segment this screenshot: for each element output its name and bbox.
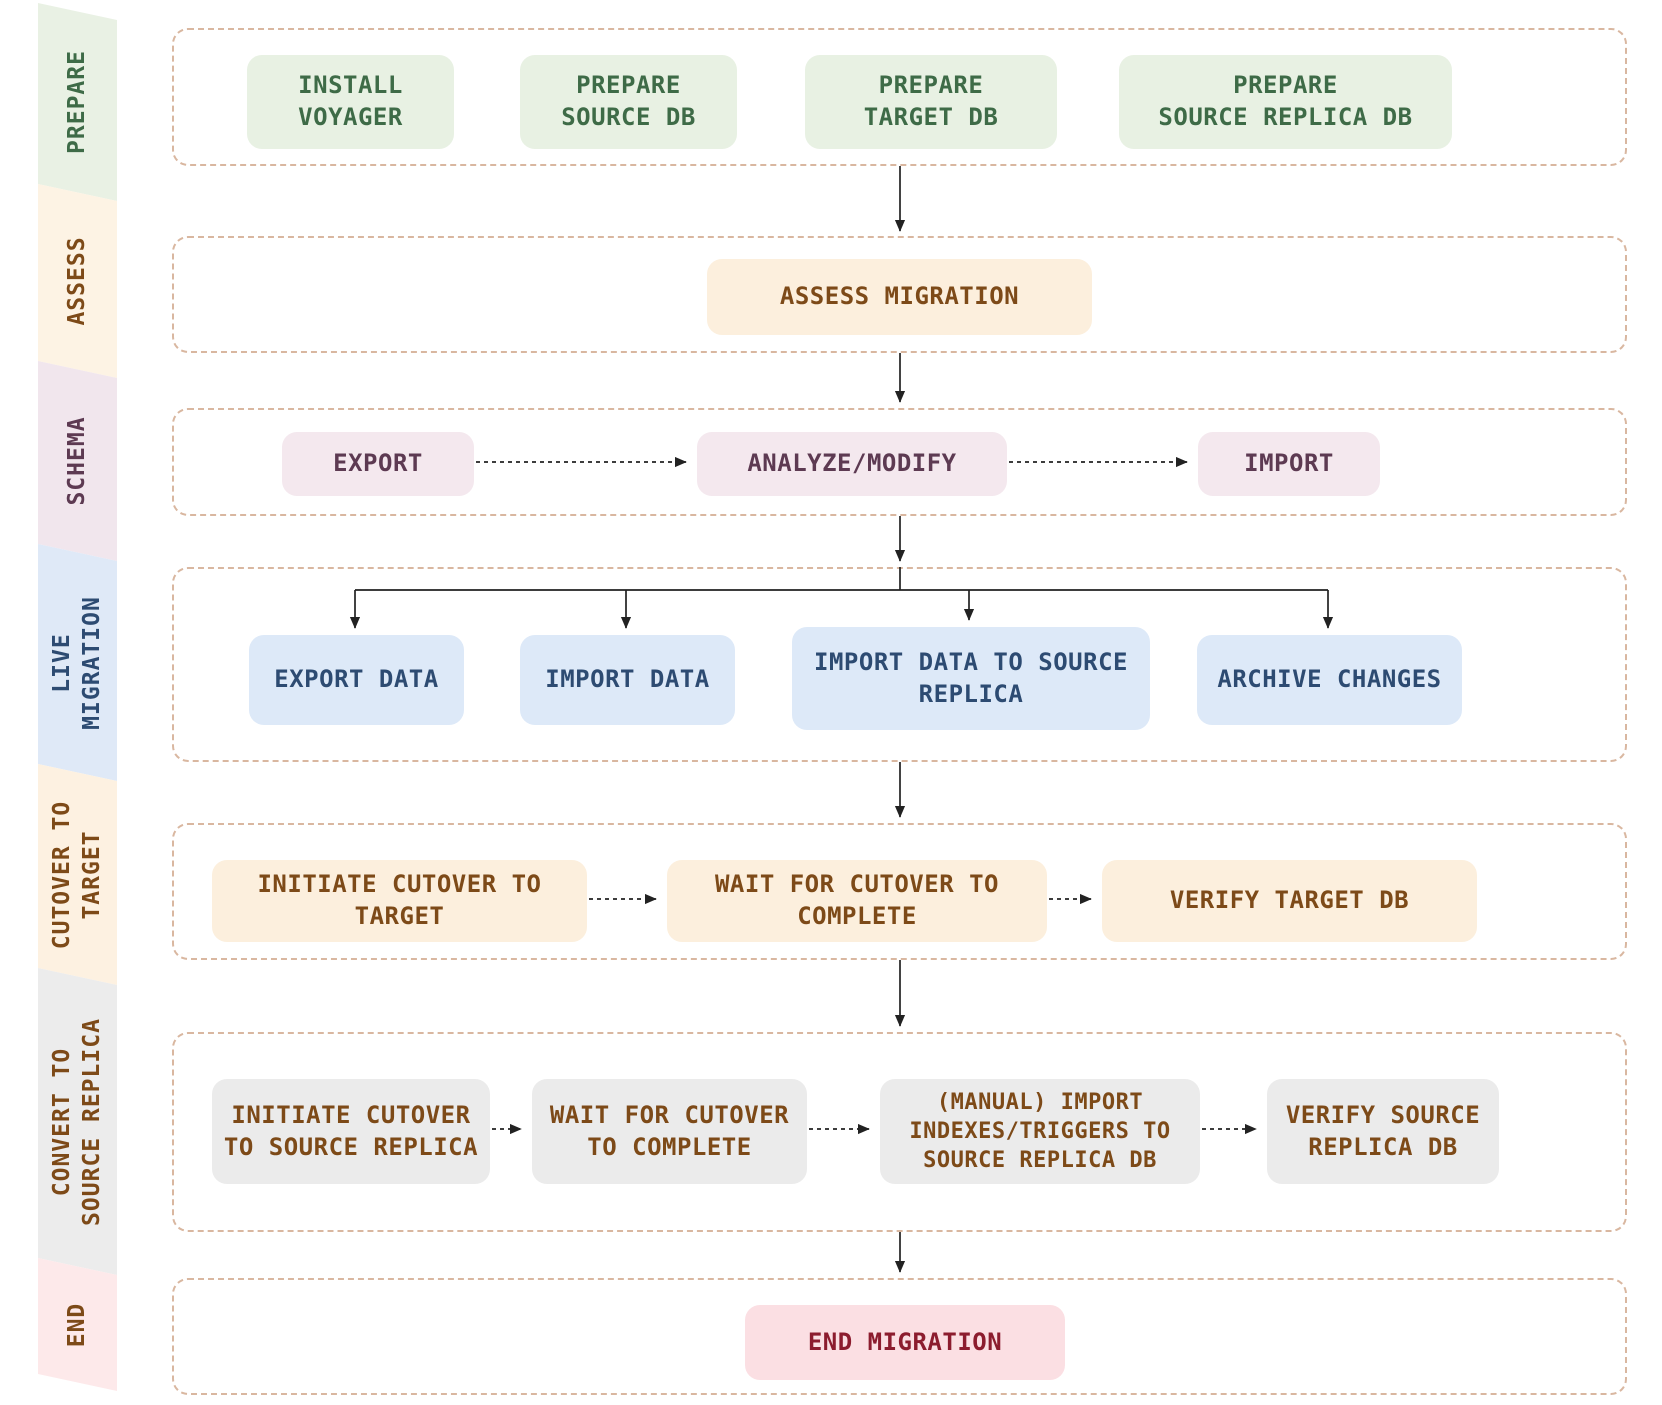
phase-band-end: END (38, 1258, 117, 1391)
phase-band-prepare-label: PREPARE (63, 50, 90, 154)
phase-band-schema-label: SCHEMA (63, 416, 90, 506)
step-import-schema: IMPORT (1198, 432, 1380, 496)
step-assess-migration: ASSESS MIGRATION (707, 259, 1092, 335)
step-verify-source-replica-db: VERIFY SOURCE REPLICA DB (1267, 1079, 1499, 1184)
step-verify-target-db: VERIFY TARGET DB (1102, 860, 1477, 942)
phase-row-cutover-to-target: INITIATE CUTOVER TO TARGET WAIT FOR CUTO… (172, 823, 1627, 960)
step-analyze-modify-schema: ANALYZE/MODIFY (697, 432, 1007, 496)
phase-band-prepare: PREPARE (38, 3, 117, 201)
phase-band-convert-to-source-replica: CONVERT TO SOURCE REPLICA (38, 968, 117, 1275)
phase-band-assess-label: ASSESS (63, 236, 90, 326)
step-wait-for-cutover-to-complete-replica: WAIT FOR CUTOVER TO COMPLETE (532, 1079, 807, 1184)
phase-band-cutover-to-target: CUTOVER TO TARGET (38, 764, 117, 985)
step-initiate-cutover-to-source-replica: INITIATE CUTOVER TO SOURCE REPLICA (212, 1079, 490, 1184)
step-archive-changes: ARCHIVE CHANGES (1197, 635, 1462, 725)
phase-band-cutover-to-target-label: CUTOVER TO TARGET (48, 800, 105, 949)
phase-band-live-migration-label: LIVE MIGRATION (48, 595, 105, 730)
phase-band-end-label: END (63, 1302, 90, 1347)
step-initiate-cutover-to-target: INITIATE CUTOVER TO TARGET (212, 860, 587, 942)
step-import-data-to-source-replica: IMPORT DATA TO SOURCE REPLICA (792, 627, 1150, 730)
step-wait-for-cutover-to-complete: WAIT FOR CUTOVER TO COMPLETE (667, 860, 1047, 942)
phase-band-convert-to-source-replica-label: CONVERT TO SOURCE REPLICA (48, 1017, 105, 1226)
step-end-migration: END MIGRATION (745, 1305, 1065, 1380)
step-export-data: EXPORT DATA (249, 635, 464, 725)
phase-row-live-migration: EXPORT DATA IMPORT DATA IMPORT DATA TO S… (172, 567, 1627, 762)
phase-row-assess: ASSESS MIGRATION (172, 236, 1627, 353)
phase-band-live-migration: LIVE MIGRATION (38, 544, 117, 781)
phase-row-convert-to-source-replica: INITIATE CUTOVER TO SOURCE REPLICA WAIT … (172, 1032, 1627, 1232)
phase-band-assess: ASSESS (38, 184, 117, 378)
step-manual-import-indexes-triggers: (MANUAL) IMPORT INDEXES/TRIGGERS TO SOUR… (880, 1079, 1200, 1184)
step-install-voyager: INSTALL VOYAGER (247, 55, 454, 149)
phase-row-end: END MIGRATION (172, 1278, 1627, 1395)
step-prepare-target-db: PREPARE TARGET DB (805, 55, 1057, 149)
step-import-data: IMPORT DATA (520, 635, 735, 725)
phase-band-schema: SCHEMA (38, 361, 117, 561)
step-prepare-source-db: PREPARE SOURCE DB (520, 55, 737, 149)
phase-row-prepare: INSTALL VOYAGER PREPARE SOURCE DB PREPAR… (172, 28, 1627, 166)
step-export-schema: EXPORT (282, 432, 474, 496)
phase-row-schema: EXPORT ANALYZE/MODIFY IMPORT (172, 408, 1627, 516)
step-prepare-source-replica-db: PREPARE SOURCE REPLICA DB (1119, 55, 1452, 149)
